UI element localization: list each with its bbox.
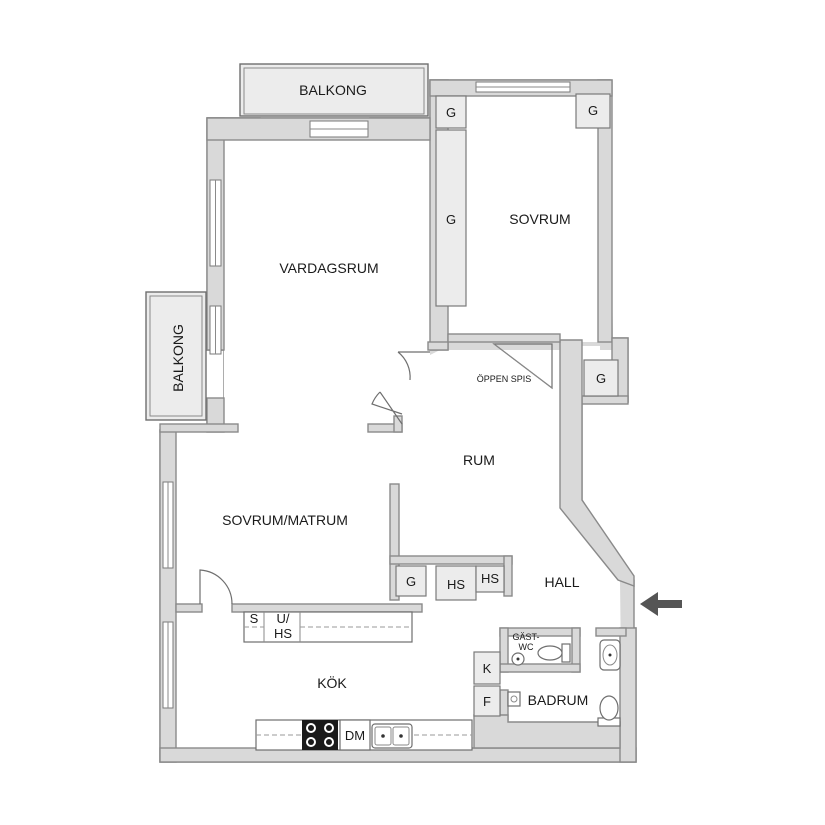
sink-icon bbox=[511, 652, 525, 666]
linen-closet-label: HS bbox=[447, 577, 465, 592]
wardrobe-label: G bbox=[446, 105, 456, 120]
wardrobes: G G G G G bbox=[395, 93, 619, 597]
wardrobe-label: G bbox=[406, 574, 416, 589]
room-labels: VARDAGSRUM SOVRUM RUM SOVRUM/MATRUM HALL… bbox=[222, 211, 588, 708]
dishwasher-label: DM bbox=[345, 728, 365, 743]
fridge-freezer: K F bbox=[473, 651, 501, 717]
bathroom-fixtures bbox=[507, 639, 621, 727]
balcony-top: BALKONG bbox=[239, 63, 429, 117]
washbasin-icon bbox=[599, 639, 621, 671]
linen-closets: HS HS bbox=[435, 565, 505, 601]
utility-closet-label-line2: HS bbox=[274, 626, 292, 641]
kitchen-bottom-counter: DM bbox=[255, 719, 473, 751]
stove-icon bbox=[302, 720, 338, 750]
wardrobe-label: G bbox=[588, 103, 598, 118]
guest-wc-label-line2: WC bbox=[519, 642, 534, 652]
balcony-left-label: BALKONG bbox=[170, 324, 186, 392]
hall-label: HALL bbox=[544, 574, 579, 590]
kitchen-label: KÖK bbox=[317, 674, 347, 691]
bedroom-dining-label: SOVRUM/MATRUM bbox=[222, 512, 348, 528]
linen-closet-label: HS bbox=[481, 571, 499, 586]
washing-machine-icon bbox=[507, 691, 521, 707]
sink-icon bbox=[371, 723, 413, 749]
shelf-label: S bbox=[250, 611, 259, 626]
guest-wc: GÄST- WC bbox=[511, 632, 571, 666]
balcony-top-label: BALKONG bbox=[299, 82, 367, 98]
windows bbox=[162, 81, 571, 709]
doors bbox=[199, 351, 430, 605]
balcony-left: BALKONG bbox=[145, 291, 207, 421]
kitchen-top-counter: S U/ HS bbox=[243, 611, 413, 643]
bathroom-label: BADRUM bbox=[528, 692, 589, 708]
guest-wc-label-line1: GÄST- bbox=[512, 632, 539, 642]
wardrobe-label: G bbox=[446, 212, 456, 227]
toilet-icon bbox=[597, 695, 621, 727]
utility-closet-label-line1: U/ bbox=[277, 611, 290, 626]
bedroom-label: SOVRUM bbox=[509, 211, 570, 227]
fridge-label: K bbox=[483, 661, 492, 676]
wardrobe-label: G bbox=[596, 371, 606, 386]
room-label: RUM bbox=[463, 452, 495, 468]
living-room-label: VARDAGSRUM bbox=[279, 260, 378, 276]
toilet-icon bbox=[537, 643, 571, 663]
open-fireplace: ÖPPEN SPIS bbox=[477, 343, 553, 390]
entrance-arrow-icon bbox=[640, 592, 682, 616]
freezer-label: F bbox=[483, 694, 491, 709]
open-fireplace-label: ÖPPEN SPIS bbox=[477, 374, 532, 384]
